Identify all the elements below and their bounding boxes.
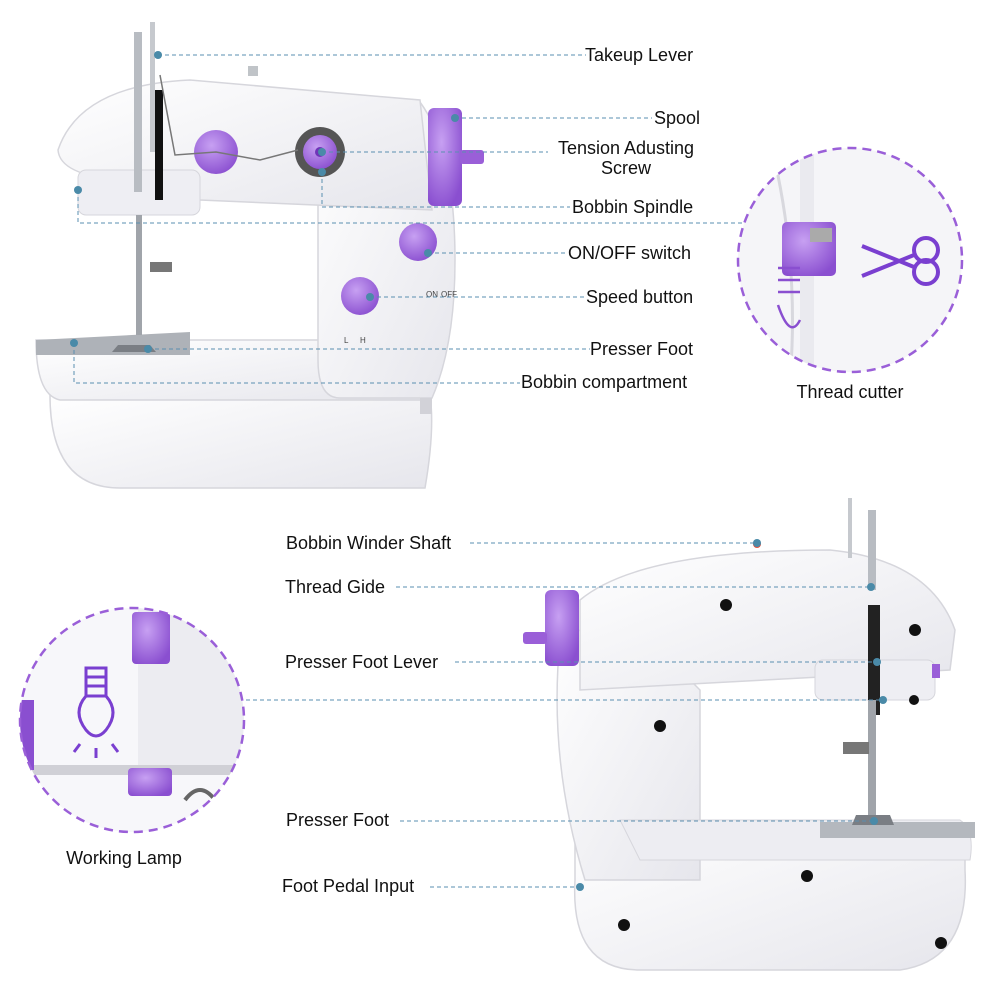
label-foot-pedal-input: Foot Pedal Input bbox=[282, 876, 415, 896]
label-bobbin-compartment: Bobbin compartment bbox=[521, 372, 688, 392]
caption-working-lamp: Working Lamp bbox=[66, 848, 182, 868]
bottom-machine bbox=[523, 498, 975, 971]
working-lamp-inset bbox=[18, 606, 246, 834]
scissors-icon bbox=[861, 236, 940, 286]
label-thread-guide: Thread Gide bbox=[285, 577, 386, 597]
mark-low: L bbox=[344, 336, 349, 345]
label-takeup-lever: Takeup Lever bbox=[585, 45, 694, 65]
top-leader-lines bbox=[73, 54, 745, 384]
label-presser-foot-top: Presser Foot bbox=[590, 339, 694, 359]
label-bobbin-winder-shaft: Bobbin Winder Shaft bbox=[286, 533, 452, 553]
caption-thread-cutter: Thread cutter bbox=[796, 382, 904, 402]
mark-on: ON bbox=[426, 290, 438, 299]
label-tension-line2: Screw bbox=[600, 158, 651, 178]
bulb-icon bbox=[72, 666, 120, 758]
top-machine bbox=[35, 22, 484, 489]
label-on-off-switch: ON/OFF switch bbox=[568, 243, 692, 263]
mark-high: H bbox=[360, 336, 366, 345]
top-callout-dots bbox=[70, 51, 459, 353]
label-presser-foot-lever: Presser Foot Lever bbox=[285, 652, 439, 672]
label-bobbin-spindle: Bobbin Spindle bbox=[572, 197, 694, 217]
label-speed-button: Speed button bbox=[586, 287, 694, 307]
label-presser-foot-bottom: Presser Foot bbox=[286, 810, 390, 830]
bottom-callout-dots bbox=[576, 539, 887, 891]
label-tension-line1: Tension Adusting bbox=[557, 138, 695, 158]
mark-off: OFF bbox=[441, 290, 457, 299]
bottom-leader-lines bbox=[246, 542, 883, 888]
label-spool: Spool bbox=[654, 108, 701, 128]
